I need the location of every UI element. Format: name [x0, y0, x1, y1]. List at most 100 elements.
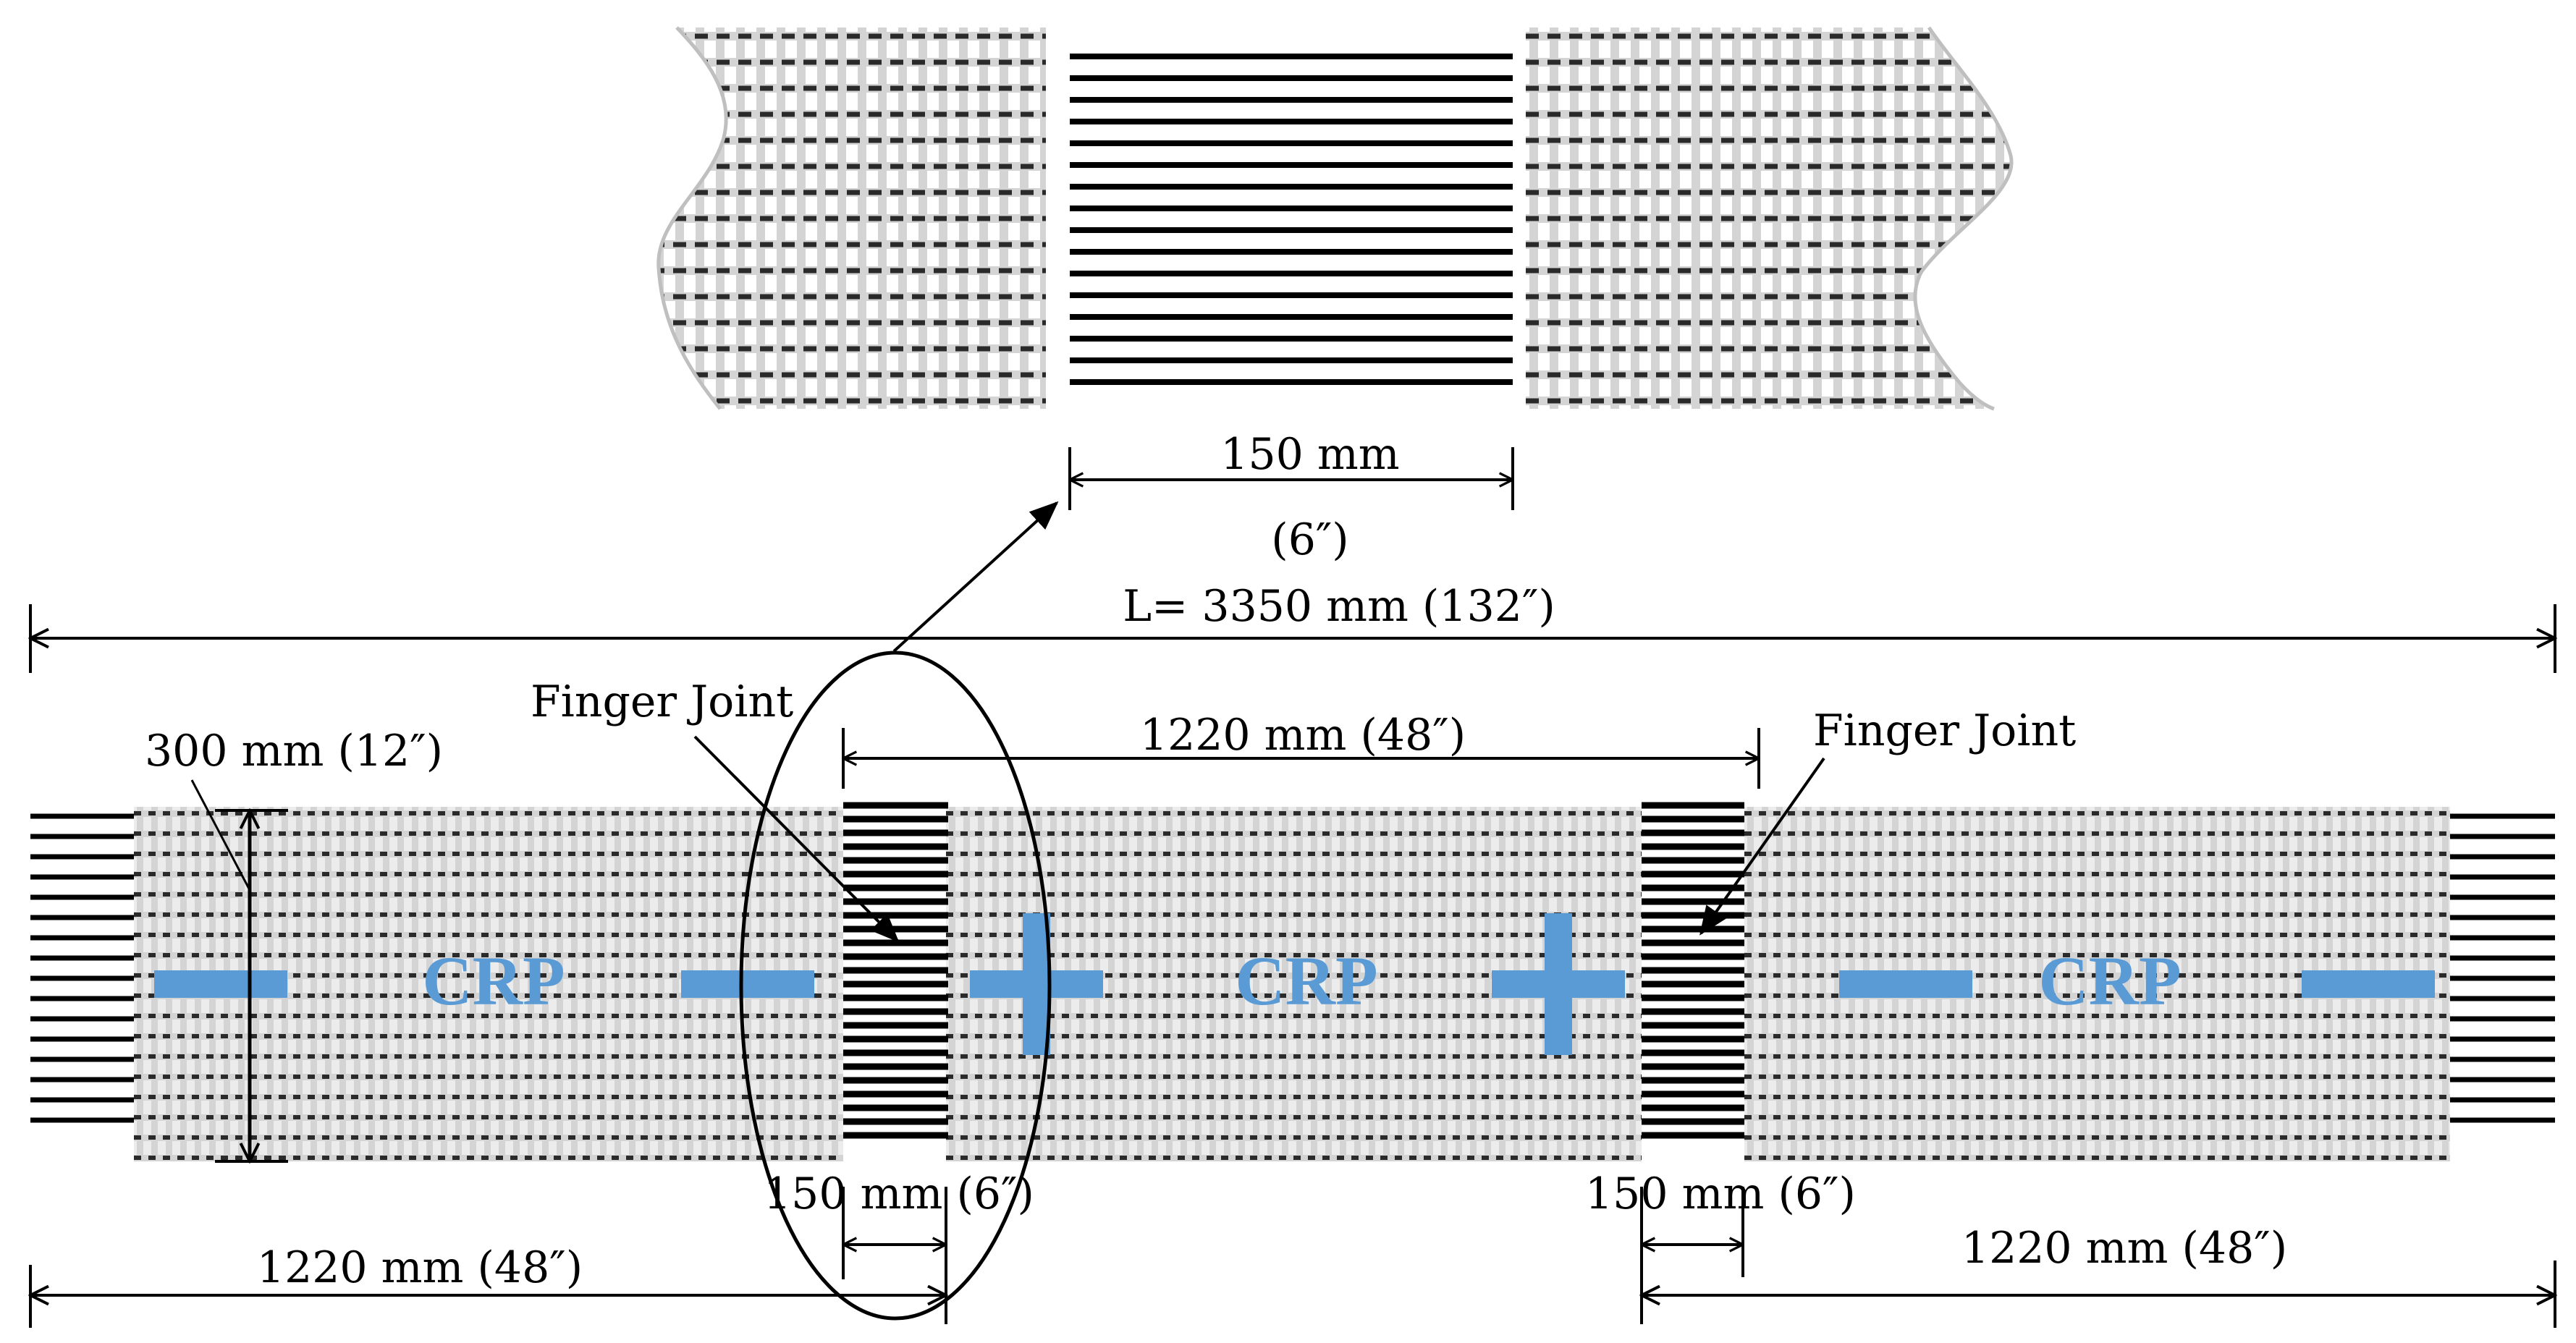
mesh-warp-strand — [2182, 807, 2188, 1161]
mesh-warp-strand — [137, 807, 143, 1161]
mesh-warp-strand — [2239, 807, 2246, 1161]
minus-sign — [1839, 970, 1972, 998]
mesh-warp-strand — [1253, 807, 1259, 1161]
mesh-warp-strand — [629, 807, 635, 1161]
mesh-warp-strand — [1369, 807, 1375, 1161]
mesh-warp-strand — [1325, 807, 1332, 1161]
mesh-warp-strand — [470, 807, 476, 1161]
mesh-warp-strand — [542, 807, 549, 1161]
mesh-warp-strand — [1470, 807, 1477, 1161]
mesh-warp-strand — [557, 807, 563, 1161]
mesh-warp-strand — [2124, 807, 2130, 1161]
minus-sign — [154, 970, 287, 998]
mesh-warp-strand — [1166, 807, 1173, 1161]
mesh-warp-strand — [1152, 807, 1158, 1161]
mesh-warp-strand — [2138, 807, 2145, 1161]
mesh-warp-strand — [397, 807, 404, 1161]
mesh-warp-strand — [832, 807, 838, 1161]
mesh-warp-strand — [586, 807, 592, 1161]
mesh-warp-strand — [2153, 807, 2159, 1161]
mesh-warp-strand — [1456, 807, 1462, 1161]
mesh-warp-strand — [1412, 807, 1419, 1161]
mesh-warp-strand — [1834, 807, 1841, 1161]
crp-label-right: CRP — [2038, 942, 2181, 1020]
mesh-warp-strand — [1238, 807, 1245, 1161]
mesh-warp-strand — [1383, 807, 1390, 1161]
mesh-warp-strand — [528, 807, 534, 1161]
crp-label-middle: CRP — [1235, 942, 1377, 1020]
mesh-warp-strand — [2268, 807, 2275, 1161]
total-length-dimension: L= 3350 mm (132″) — [30, 581, 2555, 673]
detail-mesh — [658, 22, 2024, 412]
mesh-warp-strand — [499, 807, 505, 1161]
mesh-warp-strand — [1441, 807, 1448, 1161]
mesh-warp-strand — [426, 807, 433, 1161]
middle-length-dimension: 1220 mm (48″) — [842, 710, 1760, 789]
mesh-warp-strand — [513, 807, 520, 1161]
mesh-warp-strand — [1137, 807, 1144, 1161]
mesh-warp-strand — [2051, 807, 2058, 1161]
mesh-warp-strand — [1195, 807, 1202, 1161]
mesh-warp-strand — [2066, 807, 2072, 1161]
mesh-warp-strand — [615, 807, 621, 1161]
right-length-label: 1220 mm (48″) — [1961, 1223, 2287, 1274]
mesh-warp-strand — [455, 807, 462, 1161]
mesh-warp-strand — [383, 807, 389, 1161]
mesh-warp-strand — [1979, 807, 1985, 1161]
mesh-warp-strand — [1282, 807, 1288, 1161]
mesh-warp-strand — [1209, 807, 1216, 1161]
detail-mesh-warp — [2016, 22, 2024, 412]
detail-mesh-warp — [1996, 27, 2004, 409]
bottom-dimensions: 150 mm (6″) 150 mm (6″) 1220 mm (48″) 12… — [30, 1169, 2555, 1328]
finger-joint-annotations: Finger Joint Finger Joint — [531, 677, 2076, 943]
detail-callout — [739, 501, 1059, 1321]
left-length-label: 1220 mm (48″) — [257, 1242, 583, 1293]
finger-joint-label-right: Finger Joint — [1813, 706, 2076, 756]
mesh-warp-strand — [1747, 807, 1754, 1161]
mesh-warp-strand — [1791, 807, 1797, 1161]
mesh-warp-strand — [2196, 807, 2203, 1161]
overlap-length-label: 150 mm — [1220, 429, 1399, 480]
specimen: CRP CRP CRP — [30, 802, 2555, 1161]
mesh-warp-strand — [2080, 807, 2087, 1161]
finger-joint-label-left: Finger Joint — [531, 677, 793, 727]
mesh-warp-strand — [949, 807, 955, 1161]
joint-width-label-left: 150 mm (6″) — [764, 1169, 1034, 1219]
mesh-warp-strand — [1354, 807, 1361, 1161]
mesh-warp-strand — [1108, 807, 1115, 1161]
mesh-warp-strand — [1762, 807, 1768, 1161]
mesh-warp-strand — [2254, 807, 2260, 1161]
mesh-warp-strand — [1427, 807, 1433, 1161]
mesh-warp-strand — [2442, 807, 2449, 1161]
plus-sign-stem — [1545, 913, 1572, 1055]
mesh-warp-strand — [1340, 807, 1346, 1161]
mesh-warp-strand — [1993, 807, 2000, 1161]
width-dimension: 300 mm (12″) — [145, 726, 443, 1161]
mesh-warp-strand — [672, 807, 679, 1161]
detail-view — [656, 22, 2024, 412]
mesh-warp-strand — [571, 807, 578, 1161]
mesh-warp-strand — [1485, 807, 1491, 1161]
specimen-fiber-strips — [30, 802, 2555, 1139]
mesh-warp-strand — [2283, 807, 2289, 1161]
detail-fiber-strips — [1070, 54, 1513, 385]
mesh-warp-strand — [325, 807, 331, 1161]
mesh-warp-strand — [441, 807, 447, 1161]
minus-sign — [681, 970, 814, 998]
detail-right-edge — [1913, 26, 2014, 411]
mesh-warp-strand — [658, 807, 664, 1161]
middle-length-label: 1220 mm (48″) — [1140, 710, 1466, 761]
joint-width-label-right: 150 mm (6″) — [1585, 1169, 1856, 1219]
crp-label-left: CRP — [422, 942, 565, 1020]
detail-mesh-warp — [658, 27, 664, 409]
mesh-warp-strand — [354, 807, 360, 1161]
width-label: 300 mm (12″) — [145, 726, 443, 776]
mesh-warp-strand — [2109, 807, 2116, 1161]
crp-labels: CRP CRP CRP — [422, 942, 2181, 1020]
overlap-dimension: 150 mm (6″) — [1068, 429, 1514, 565]
mesh-warp-strand — [817, 807, 824, 1161]
mesh-warp-strand — [1820, 807, 1826, 1161]
signs — [154, 913, 2435, 1055]
mesh-warp-strand — [484, 807, 491, 1161]
